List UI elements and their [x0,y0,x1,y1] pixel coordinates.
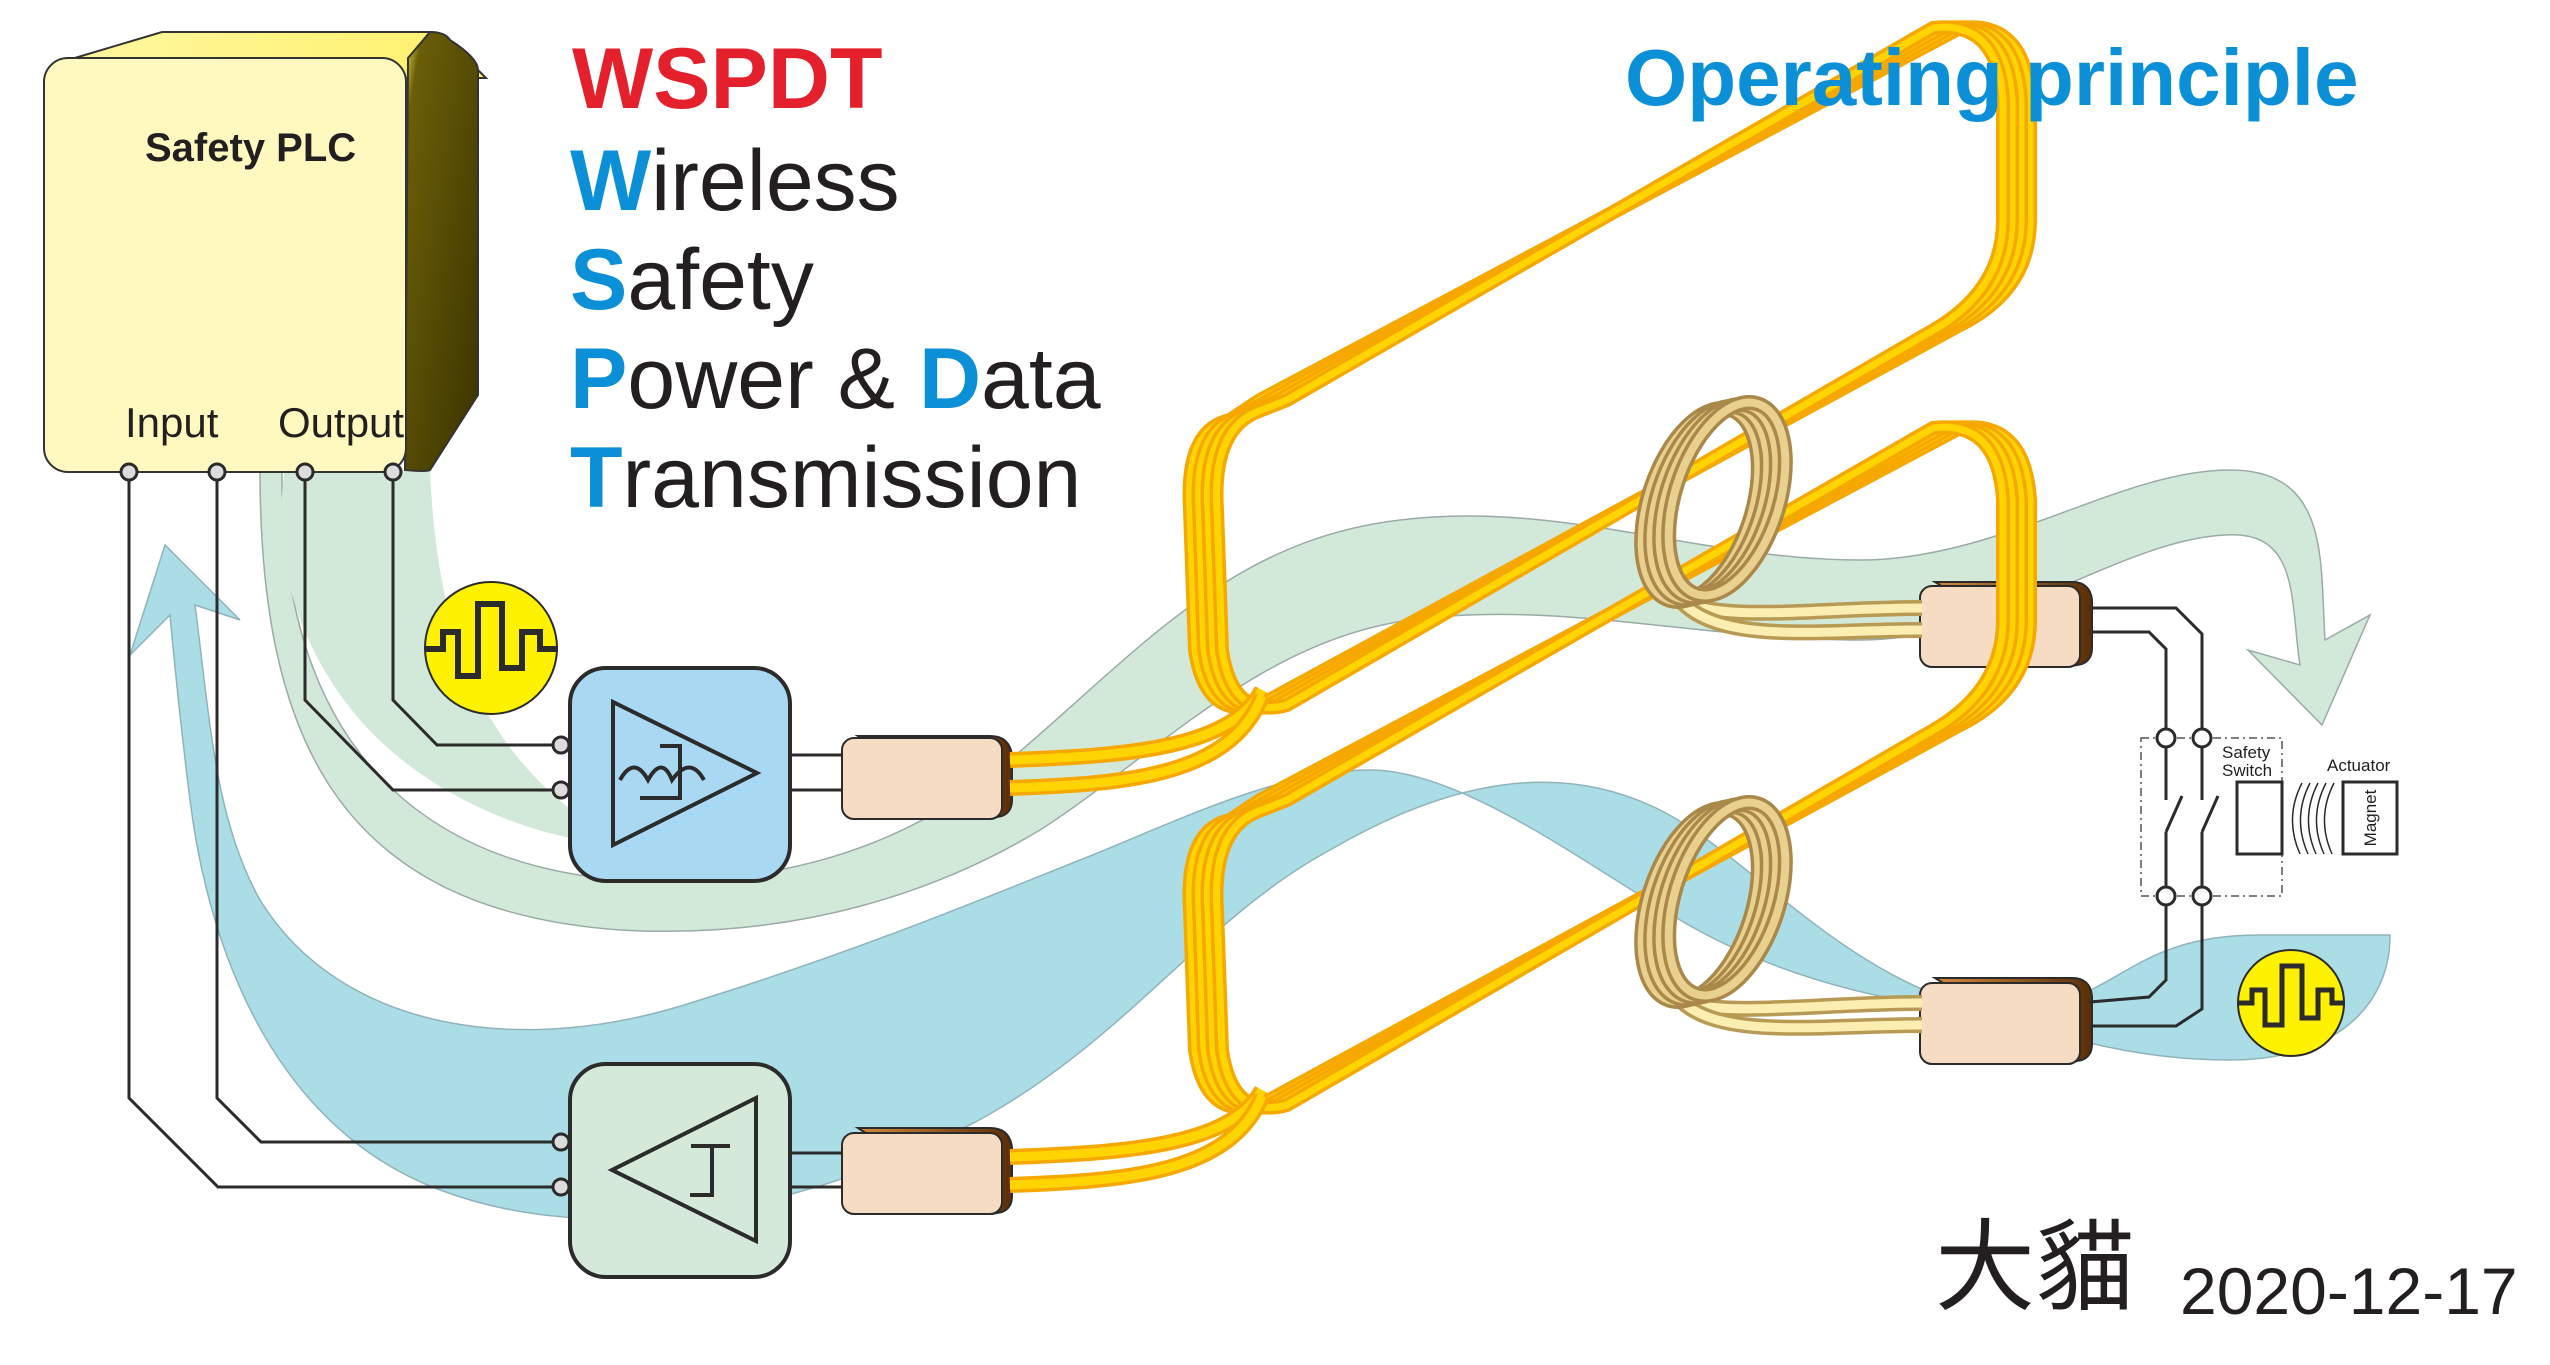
tx-input-terminal-1 [551,735,571,755]
pulse-signal-icon [2237,949,2345,1057]
transmit-loop-coil-top [1009,20,2037,796]
connector-tx [841,735,1013,820]
safety-switch-sensor [2235,780,2284,856]
expansion-word: ransmission [622,430,1082,526]
expansion-line-power-data: Power & Data [570,336,1101,422]
expansion-word: ower & [627,331,919,427]
plc-input-label: Input [125,399,219,446]
switch-wiring [2089,606,2220,1028]
pickup-lead [1676,596,1923,637]
comparator-step-icon [607,1094,758,1245]
expansion-line-wireless: Wireless [570,138,900,224]
expansion-line-safety: Safety [570,237,814,323]
expansion-word: ata [981,331,1101,427]
plc-title: Safety PLC [145,126,357,170]
initial-letter: S [570,232,628,328]
plc-wiring [127,472,570,1189]
pickup-lead [1676,996,1923,1033]
initial-letter: T [570,430,623,526]
safety-switch-label-line2: Switch [2222,760,2273,780]
input-terminal-1 [119,462,139,482]
actuator-magnet [2341,780,2399,856]
date-stamp: 2020-12-17 [2180,1254,2518,1328]
coil-layer [1009,20,2037,1193]
input-wire-1 [127,472,570,1189]
initial-letter: P [570,331,628,427]
safety-plc [43,30,489,473]
data-return-flow-arrow [129,543,2391,1220]
pulse-signal-icon [424,581,558,715]
plc-side-face [403,30,479,472]
output-wire-1 [303,472,570,792]
pickup-coil-turn [1664,398,1790,600]
pickup-coil-top [1634,395,1923,641]
switch-terminals [2155,727,2213,907]
input-wire-2 [215,472,570,1144]
remote-wire-bottom-1 [2089,905,2168,1004]
remote-wire-top-1 [2090,606,2204,735]
connector-rx [841,1127,1013,1216]
coil-lead [1009,694,1267,793]
page-title: Operating principle [1625,33,2359,122]
remote-wire-top-2 [2090,630,2168,735]
amplifier-modulation-icon [611,698,762,849]
remote-wire-bottom-2 [2090,905,2204,1028]
magnetic-field-icon [2291,782,2335,855]
receiver-module [551,1062,842,1279]
magnet-label: Magnet [2361,789,2380,846]
safety-switch-label-line1: Safety [2222,743,2271,762]
acronym-title: WSPDT [572,31,883,127]
expansion-word: ireless [651,133,900,229]
coil-strand [1213,23,2007,712]
rx-input-terminal-1 [551,1132,571,1152]
rx-input-terminal-2 [551,1177,571,1197]
connector-remote-bottom [1919,977,2093,1065]
input-terminal-2 [207,462,227,482]
pickup-coil-turn [1664,798,1790,1000]
tx-input-terminal-2 [551,780,571,800]
plc-output-label: Output [278,399,405,446]
initial-letter: D [918,331,982,427]
transmitter-module [551,666,842,883]
output-terminal-2 [383,462,403,482]
coil-lead [1009,1094,1267,1190]
author-signature: 大貓 [1935,1209,2135,1326]
expansion-line-transmission: Transmission [570,435,1081,521]
pickup-coil-bottom [1634,795,1923,1036]
initial-letter: W [570,133,652,229]
actuator-label: Actuator [2327,756,2391,775]
expansion-word: afety [627,232,814,328]
output-terminal-1 [295,462,315,482]
transmit-loop-coil-bottom [1009,420,2037,1193]
output-wire-2 [391,472,570,747]
plc-terminals [119,462,403,482]
coil-strand [1213,423,2007,1112]
